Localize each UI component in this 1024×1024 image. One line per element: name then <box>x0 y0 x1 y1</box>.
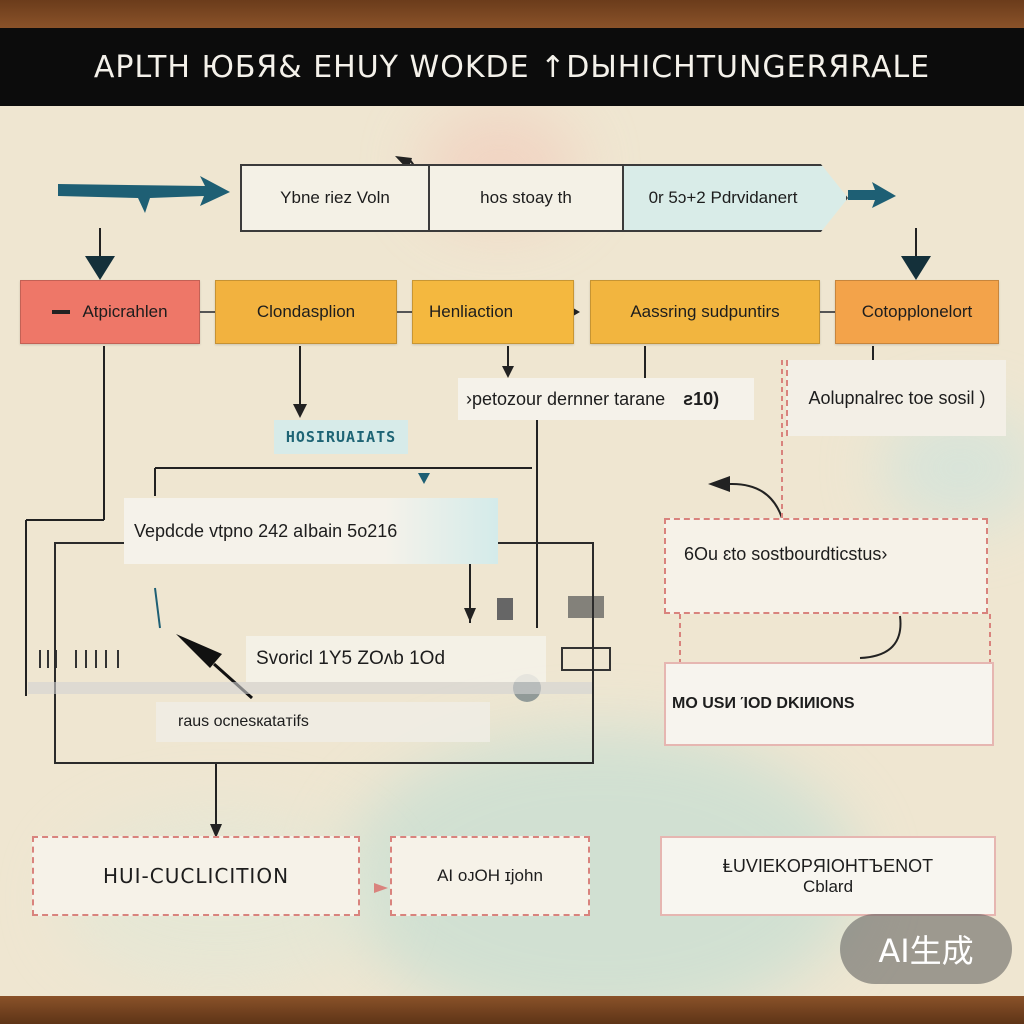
node-henliaction: Henliaction <box>412 280 574 344</box>
dash-icon <box>52 310 71 314</box>
node-cotopplonelort: Cotopplonelort <box>835 280 999 344</box>
frame-top <box>0 0 1024 28</box>
note-vepdcde-label: Vepdcde vtpno 242 aIbain 5o216 <box>134 520 398 541</box>
frame-bottom <box>0 996 1024 1024</box>
node-clondasplion-label: Clondasplion <box>256 302 356 321</box>
note-aolupnalrec: Aolupnalrec toe sosil ) <box>786 360 1006 436</box>
banner-segment-1-label: Ybne riez Voln <box>280 188 390 207</box>
ai-generated-watermark: AI生成 <box>840 914 1012 984</box>
diagram-title: APLTH ЮБЯ& ЕНUY WOKDE ↑DЫНICHTUNGERЯRALE <box>93 49 931 85</box>
box-mo-usid: MO USИ ΊOD DKIИIONS <box>664 662 994 746</box>
node-aassring-label: Aassring sudpuntirs <box>630 302 780 321</box>
box-aiooh-label: AI oᴊOH ɪjohn <box>437 866 543 885</box>
note-petozour: ›petozour dernner tarane ƨ10) <box>458 378 754 420</box>
watermark-label: AI生成 <box>878 932 974 970</box>
down-triangle-left-icon <box>85 256 115 280</box>
banner-segment-2-label: hos stoay th <box>480 188 572 207</box>
box-uuviekop-line2: Cblard <box>802 876 854 896</box>
box-sonoul-label: 6Ou ɛto sostbourdticstus› <box>684 544 888 564</box>
title-bar: APLTH ЮБЯ& ЕНUY WOKDE ↑DЫНICHTUNGERЯRALE <box>0 28 1024 106</box>
diagram-canvas: APLTH ЮБЯ& ЕНUY WOKDE ↑DЫНICHTUNGERЯRALE <box>0 28 1024 996</box>
note-svorici: Svoricl 1Y5 ZOᴧb 1Od <box>246 636 546 682</box>
note-svorici-label: Svoricl 1Y5 ZOᴧb 1Od <box>256 648 446 669</box>
node-clondasplion: Clondasplion <box>215 280 397 344</box>
banner-segment-3-label: 0r 5ɔ+2 Pdrvidanert <box>648 188 798 207</box>
box-uuviekop-line1: ⱠUVIEKOPЯIOHTЪЕNOT <box>722 855 934 876</box>
box-hul-cucliction-label: HUI-CUCLICITION <box>102 864 290 888</box>
teal-arrow-right-icon <box>848 182 896 208</box>
stamp-hosiruaiats-label: HOSIRUAIATS <box>285 428 397 446</box>
note-raus: raus ocnesкataтifs <box>156 702 490 742</box>
banner-segment-2: hos stoay th <box>428 164 624 232</box>
stamp-hosiruaiats: HOSIRUAIATS <box>274 420 408 454</box>
box-uuviekop: ⱠUVIEKOPЯIOHTЪЕNOT Cblard <box>660 836 996 916</box>
node-atpicrahlen: Atpicrahlen <box>20 280 200 344</box>
node-cotopplonelort-label: Cotopplonelort <box>861 302 973 321</box>
box-aiooh: AI oᴊOH ɪjohn <box>390 836 590 916</box>
box-sonoul: 6Ou ɛto sostbourdticstus› <box>664 518 988 614</box>
banner-segment-3: 0r 5ɔ+2 Pdrvidanert <box>622 164 848 232</box>
node-atpicrahlen-label: Atpicrahlen <box>82 302 168 321</box>
note-petozour-label: ›petozour dernner tarane <box>466 388 666 409</box>
box-hul-cucliction: HUI-CUCLICITION <box>32 836 360 916</box>
note-petozour-suffix: ƨ10) <box>683 388 720 409</box>
node-henliaction-label: Henliaction <box>429 302 514 321</box>
box-mo-usid-label: MO USИ ΊOD DKIИIONS <box>672 695 855 712</box>
note-raus-label: raus ocnesкataтifs <box>178 713 309 730</box>
down-triangle-right-icon <box>901 256 931 280</box>
teal-arrow-left-icon <box>58 176 230 213</box>
node-aassring: Aassring sudpuntirs <box>590 280 820 344</box>
note-vepdcde: Vepdcde vtpno 242 aIbain 5o216 <box>124 498 498 564</box>
banner-segment-1: Ybne riez Voln <box>240 164 430 232</box>
scan-strip <box>28 682 592 694</box>
note-aolupnalrec-label: Aolupnalrec toe sosil ) <box>808 387 986 408</box>
